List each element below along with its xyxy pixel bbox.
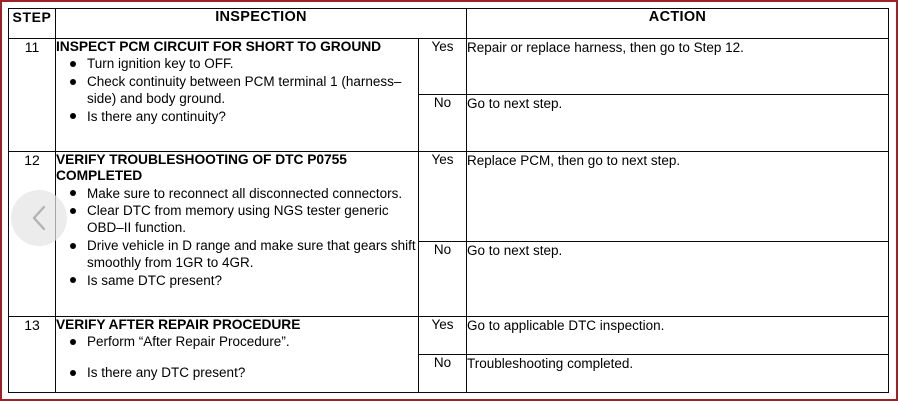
inspection-cell: VERIFY TROUBLESHOOTING OF DTC P0755 COMP… bbox=[55, 151, 419, 317]
table-row: 12 VERIFY TROUBLESHOOTING OF DTC P0755 C… bbox=[8, 151, 889, 317]
action-no: Troubleshooting completed. bbox=[466, 354, 889, 393]
bullet-icon bbox=[70, 113, 76, 120]
answer-no-label: No bbox=[418, 94, 467, 152]
list-item-text: Check continuity between PCM terminal 1 … bbox=[87, 74, 402, 107]
list-item: Clear DTC from memory using NGS tester g… bbox=[70, 203, 418, 237]
step-number: 11 bbox=[8, 38, 56, 152]
table-row: No Go to next step. bbox=[9, 94, 889, 152]
list-item: Drive vehicle in D range and make sure t… bbox=[70, 238, 418, 272]
bullet-icon bbox=[70, 78, 76, 85]
table-row: No Go to next step. bbox=[9, 241, 889, 317]
inspection-steps: Perform “After Repair Procedure”. Is the… bbox=[56, 334, 418, 382]
table-header: STEP INSPECTION ACTION bbox=[8, 8, 889, 39]
bullet-icon bbox=[70, 60, 76, 67]
list-item-text: Turn ignition key to OFF. bbox=[87, 56, 234, 72]
inspection-steps: Turn ignition key to OFF. Check continui… bbox=[56, 56, 418, 126]
inspection-title: VERIFY TROUBLESHOOTING OF DTC P0755 COMP… bbox=[56, 152, 347, 184]
action-yes: Repair or replace harness, then go to St… bbox=[466, 38, 889, 95]
inspection-cell: VERIFY AFTER REPAIR PROCEDURE Perform “A… bbox=[55, 316, 419, 393]
table-row: No Troubleshooting completed. bbox=[9, 354, 889, 393]
list-item: Check continuity between PCM terminal 1 … bbox=[70, 74, 418, 108]
list-item: Is there any DTC present? bbox=[70, 365, 418, 382]
action-yes: Go to applicable DTC inspection. bbox=[466, 316, 889, 355]
inspection-cell: INSPECT PCM CIRCUIT FOR SHORT TO GROUND … bbox=[55, 38, 419, 152]
inspection-title: VERIFY AFTER REPAIR PROCEDURE bbox=[56, 317, 301, 332]
bullet-icon bbox=[70, 338, 76, 345]
answer-no-label: No bbox=[418, 241, 467, 317]
list-item: Perform “After Repair Procedure”. bbox=[70, 334, 418, 351]
list-item: Is same DTC present? bbox=[70, 273, 418, 290]
list-item: Is there any continuity? bbox=[70, 109, 418, 126]
list-item-text: Is there any DTC present? bbox=[87, 365, 246, 381]
step-number: 13 bbox=[8, 316, 56, 393]
action-no: Go to next step. bbox=[466, 241, 889, 317]
bullet-icon bbox=[70, 189, 76, 196]
list-item-text: Make sure to reconnect all disconnected … bbox=[87, 185, 403, 201]
chevron-left-icon bbox=[28, 203, 50, 233]
table-row: 11 INSPECT PCM CIRCUIT FOR SHORT TO GROU… bbox=[8, 38, 889, 152]
list-item-text: Drive vehicle in D range and make sure t… bbox=[87, 238, 416, 271]
column-header-step: STEP bbox=[8, 8, 56, 39]
column-header-inspection: INSPECTION bbox=[55, 8, 467, 39]
answer-yes-label: Yes bbox=[418, 38, 467, 95]
bullet-icon bbox=[70, 369, 76, 376]
list-item-text: Is same DTC present? bbox=[87, 272, 223, 288]
answer-yes-label: Yes bbox=[418, 151, 467, 242]
answer-yes-label: Yes bbox=[418, 316, 467, 355]
list-item-text: Clear DTC from memory using NGS tester g… bbox=[87, 203, 389, 236]
previous-page-button[interactable] bbox=[11, 190, 67, 246]
bullet-icon bbox=[70, 277, 76, 284]
list-item-text: Perform “After Repair Procedure”. bbox=[87, 334, 290, 350]
list-item-text: Is there any continuity? bbox=[87, 108, 226, 124]
bullet-icon bbox=[70, 242, 76, 249]
scanned-table-image: STEP INSPECTION ACTION 11 INSPECT PCM CI… bbox=[8, 8, 889, 393]
bullet-icon bbox=[70, 207, 76, 214]
inspection-steps: Make sure to reconnect all disconnected … bbox=[56, 186, 418, 290]
answer-no-label: No bbox=[418, 354, 467, 393]
list-item: Turn ignition key to OFF. bbox=[70, 56, 418, 73]
list-item: Make sure to reconnect all disconnected … bbox=[70, 186, 418, 203]
troubleshooting-table: STEP INSPECTION ACTION 11 INSPECT PCM CI… bbox=[8, 8, 889, 393]
inspection-title: INSPECT PCM CIRCUIT FOR SHORT TO GROUND bbox=[56, 39, 382, 54]
action-yes: Replace PCM, then go to next step. bbox=[466, 151, 889, 242]
action-no: Go to next step. bbox=[466, 94, 889, 152]
header-row: STEP INSPECTION ACTION bbox=[8, 8, 889, 39]
table-body: 11 INSPECT PCM CIRCUIT FOR SHORT TO GROU… bbox=[8, 38, 889, 393]
table-row: 13 VERIFY AFTER REPAIR PROCEDURE Perform… bbox=[8, 316, 889, 393]
column-header-action: ACTION bbox=[466, 8, 889, 39]
